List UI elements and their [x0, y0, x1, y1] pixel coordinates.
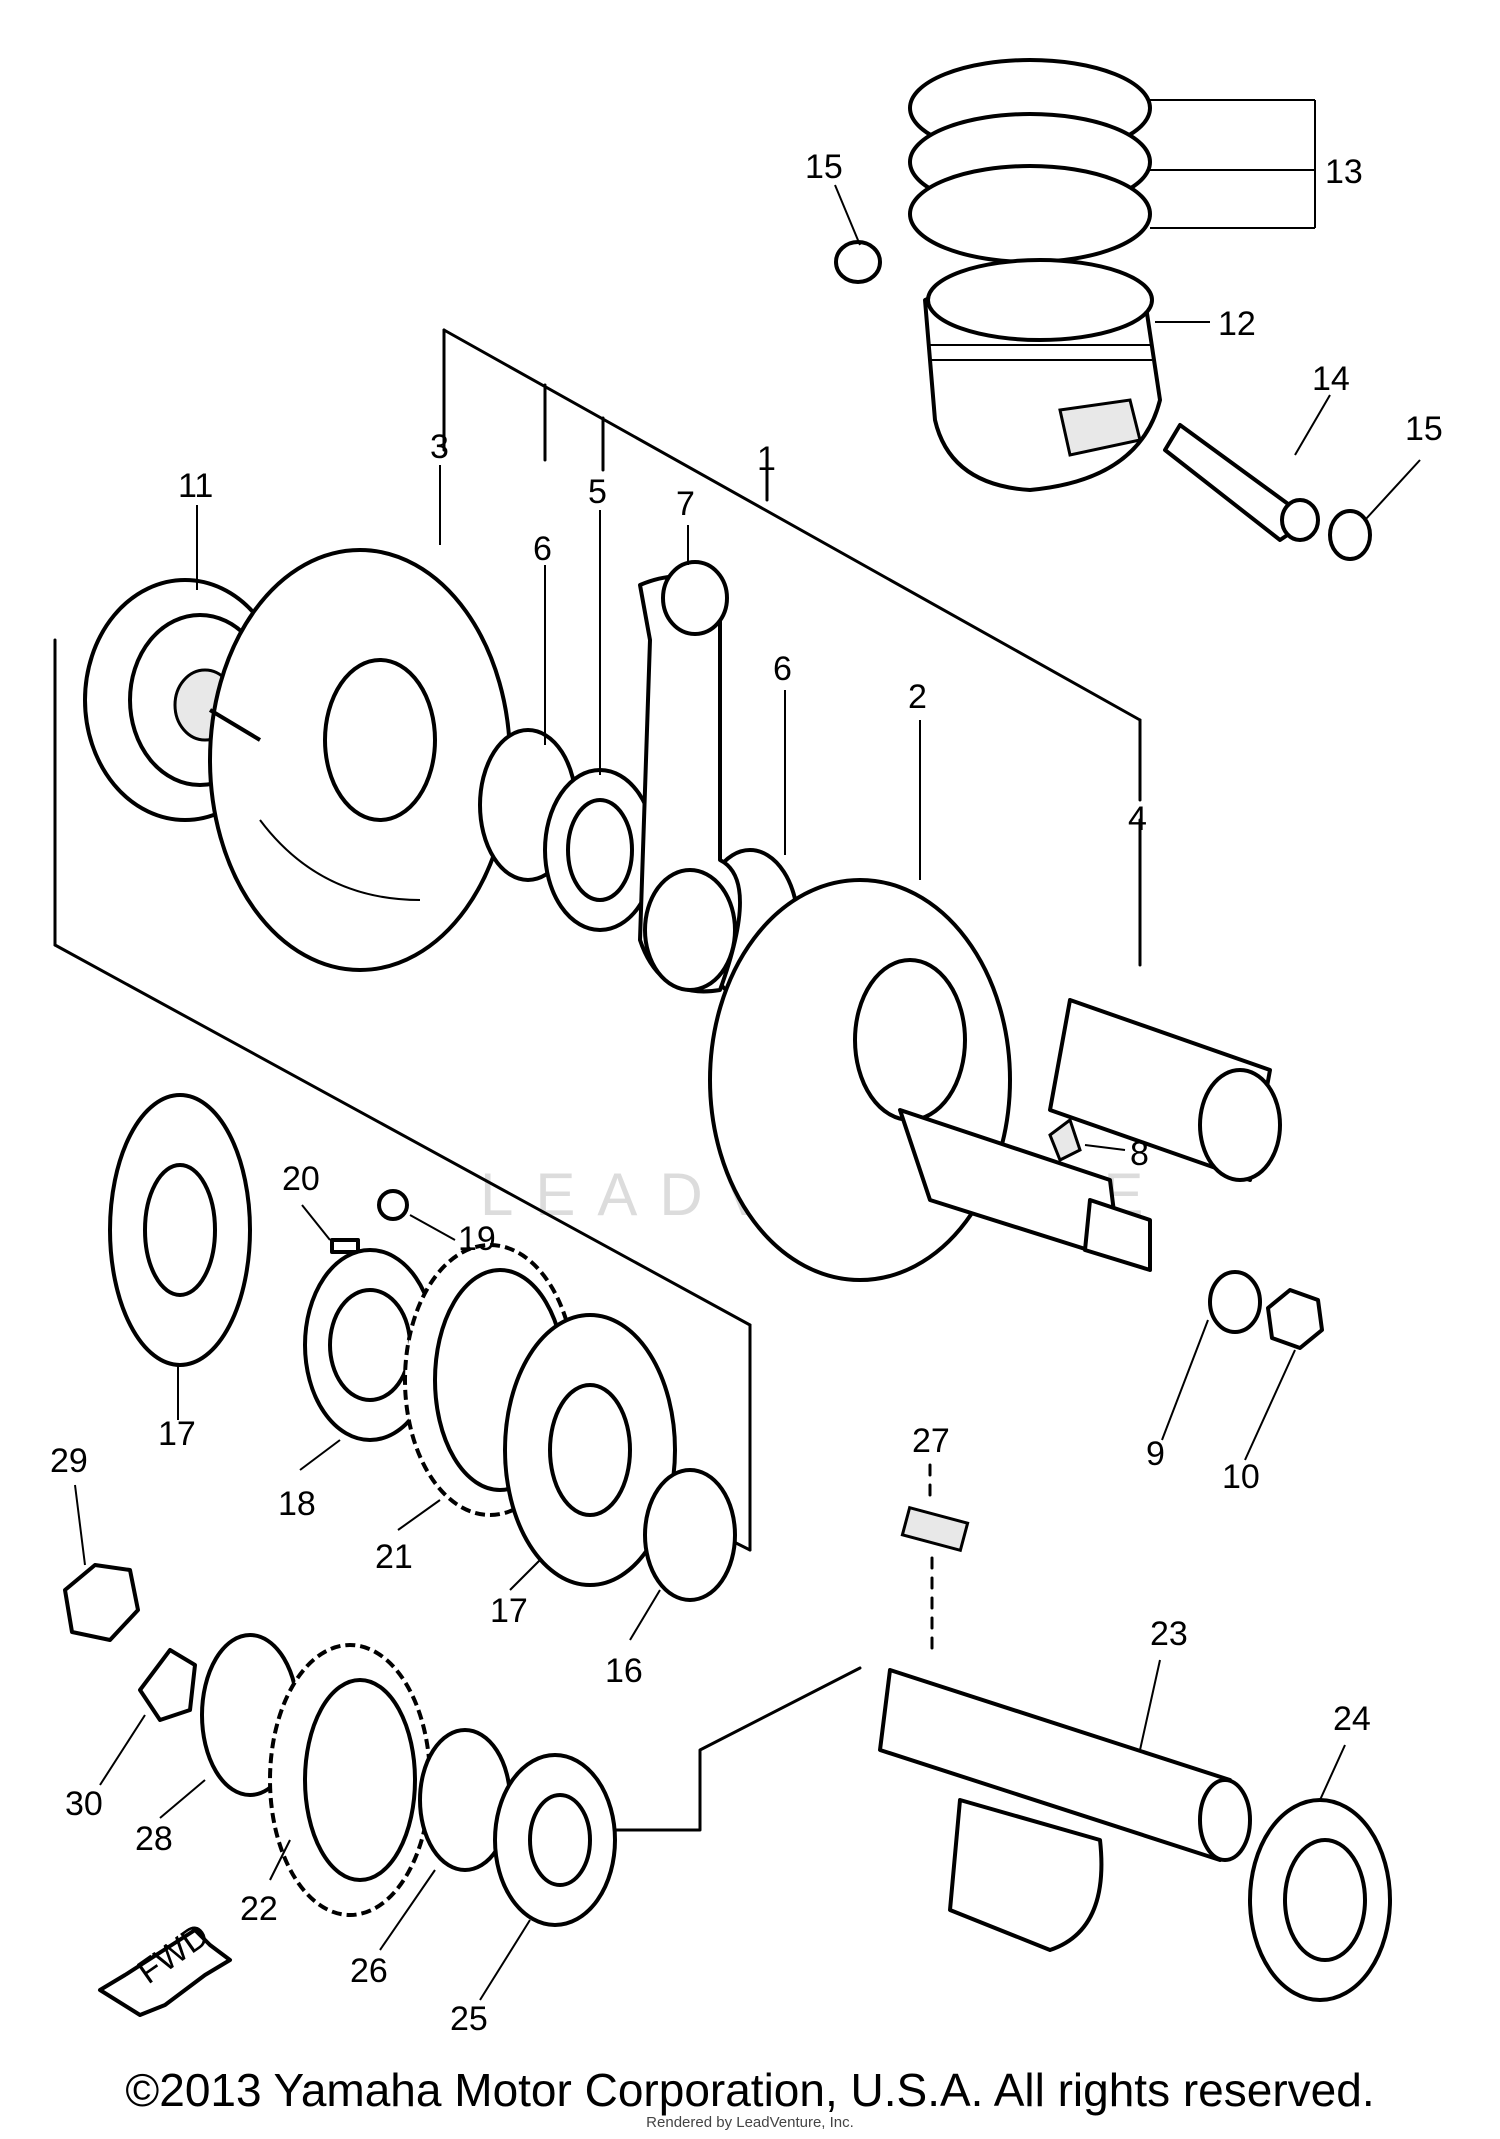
balancer-driven-gear — [268, 1643, 432, 1917]
balancer-bearing-right — [1248, 1798, 1392, 2002]
callout-15b: 15 — [1405, 410, 1443, 448]
crank-nut — [1266, 1288, 1324, 1350]
callout-leaders — [74, 99, 1421, 2001]
callout-6a: 6 — [533, 530, 552, 568]
callout-1: 1 — [757, 440, 776, 478]
copyright-footer: ©2013 Yamaha Motor Corporation, U.S.A. A… — [125, 2064, 1375, 2116]
piston-pin — [1163, 423, 1320, 542]
callout-22: 22 — [240, 1890, 278, 1928]
crankshaft-left — [208, 548, 512, 972]
callout-20: 20 — [282, 1160, 320, 1198]
balancer-key — [900, 1505, 970, 1553]
piston-rings — [908, 58, 1152, 264]
callout-30: 30 — [65, 1785, 103, 1823]
callout-8: 8 — [1130, 1135, 1149, 1173]
crank-washer — [1208, 1270, 1262, 1334]
callout-9: 9 — [1146, 1435, 1165, 1473]
callout-17b: 17 — [490, 1592, 528, 1630]
circlip-left — [834, 240, 882, 284]
gear-hub — [303, 1248, 437, 1442]
lock-washer — [138, 1648, 197, 1722]
callout-27: 27 — [912, 1422, 950, 1460]
assembly-bracket-lines — [53, 328, 1142, 1832]
rendered-by-note: Rendered by LeadVenture, Inc. — [646, 2114, 854, 2131]
crank-pin — [1048, 998, 1282, 1182]
callout-16: 16 — [605, 1652, 643, 1690]
callout-21: 21 — [375, 1538, 413, 1576]
crankshaft-right — [708, 878, 1152, 1282]
callout-6b: 6 — [773, 650, 792, 688]
callout-4: 4 — [1128, 800, 1147, 838]
plate-upper — [108, 1093, 252, 1367]
callout-numbers: 1 2 3 4 5 6 6 7 8 9 10 11 12 13 14 15 15… — [50, 148, 1443, 2038]
callout-17a: 17 — [158, 1415, 196, 1453]
woodruff-key — [1048, 1117, 1082, 1163]
callout-5: 5 — [588, 473, 607, 511]
callout-19: 19 — [458, 1220, 496, 1258]
balancer-nut — [63, 1563, 140, 1642]
needle-bearing — [543, 768, 657, 932]
callout-3: 3 — [430, 428, 449, 466]
balancer-bearing-left — [493, 1753, 617, 1927]
callout-25: 25 — [450, 2000, 488, 2038]
callout-10: 10 — [1222, 1458, 1260, 1496]
callout-12: 12 — [1218, 305, 1256, 343]
connecting-rod — [638, 560, 742, 994]
fwd-arrow-icon: FWD — [98, 1916, 232, 2017]
callout-7: 7 — [676, 485, 695, 523]
callout-28: 28 — [135, 1820, 173, 1858]
balancer-shaft — [878, 1668, 1252, 1952]
circlip-right — [1328, 509, 1372, 561]
callout-14: 14 — [1312, 360, 1350, 398]
callout-18: 18 — [278, 1485, 316, 1523]
callout-2: 2 — [908, 678, 927, 716]
callout-13: 13 — [1325, 153, 1363, 191]
piston — [923, 258, 1162, 492]
pin — [330, 1238, 360, 1254]
washer — [643, 1468, 737, 1602]
spring — [377, 1189, 409, 1221]
callout-23: 23 — [1150, 1615, 1188, 1653]
callout-29: 29 — [50, 1442, 88, 1480]
callout-11: 11 — [178, 467, 213, 505]
callout-15a: 15 — [805, 148, 843, 186]
plate-lower — [503, 1313, 677, 1587]
callout-24: 24 — [1333, 1700, 1371, 1738]
callout-26: 26 — [350, 1952, 388, 1990]
